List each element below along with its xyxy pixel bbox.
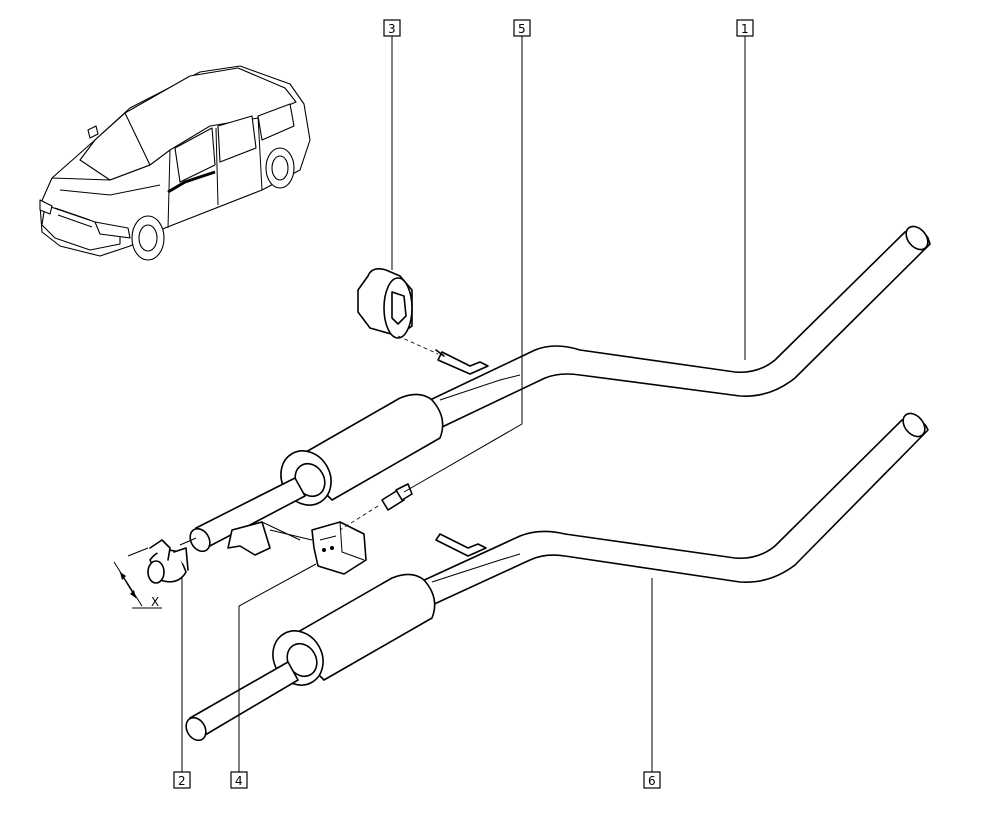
callout-1: 1 <box>736 19 754 37</box>
clamp <box>147 537 197 584</box>
dimension-x-label: X <box>151 595 159 609</box>
callout-4-label: 4 <box>235 774 243 788</box>
car-illustration <box>39 65 311 261</box>
callout-5: 5 <box>513 19 531 37</box>
rubber-mount <box>357 268 439 355</box>
callout-2: 2 <box>173 771 191 789</box>
callout-3: 3 <box>383 19 401 37</box>
exhaust-assembly-upper <box>189 225 931 556</box>
callout-3-label: 3 <box>388 22 396 36</box>
callout-1-label: 1 <box>741 22 749 36</box>
leader-lines <box>181 36 746 772</box>
dimension-x: X <box>113 547 162 609</box>
callout-4: 4 <box>230 771 248 789</box>
callout-6-label: 6 <box>648 774 656 788</box>
callout-5-label: 5 <box>518 22 526 36</box>
exhaust-assembly-lower <box>185 412 929 742</box>
callout-2-label: 2 <box>178 774 186 788</box>
support-bracket <box>269 521 367 575</box>
callout-6: 6 <box>643 771 661 789</box>
bolt <box>339 483 413 531</box>
